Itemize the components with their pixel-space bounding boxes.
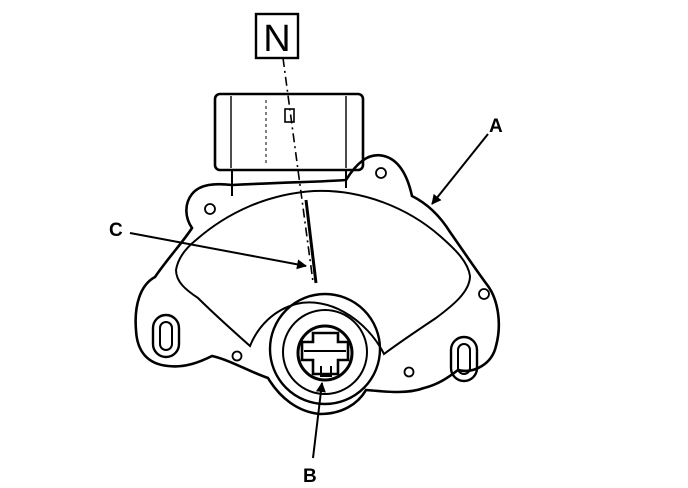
mounting-hole bbox=[403, 366, 415, 378]
left-mounting-slot bbox=[151, 313, 181, 359]
callout-b: B bbox=[303, 466, 317, 487]
indicator-mark bbox=[304, 199, 318, 284]
callout-c: C bbox=[109, 220, 123, 241]
callout-a: A bbox=[489, 116, 503, 137]
electrical-connector bbox=[213, 92, 365, 196]
callout-c-leader bbox=[129, 232, 307, 270]
callout-b-leader bbox=[312, 382, 326, 459]
mounting-hole bbox=[231, 350, 243, 362]
right-mounting-slot bbox=[449, 335, 479, 383]
shaft-cross-slot bbox=[300, 331, 350, 376]
position-indicator: N bbox=[254, 12, 300, 60]
sector-face bbox=[174, 189, 472, 356]
mounting-hole bbox=[375, 167, 387, 179]
shaft-boss bbox=[268, 292, 382, 406]
callout-a-leader bbox=[431, 133, 489, 205]
mounting-hole bbox=[478, 288, 490, 300]
position-indicator-label: N bbox=[263, 18, 290, 60]
switch-housing bbox=[134, 153, 501, 416]
mounting-hole bbox=[204, 203, 216, 215]
